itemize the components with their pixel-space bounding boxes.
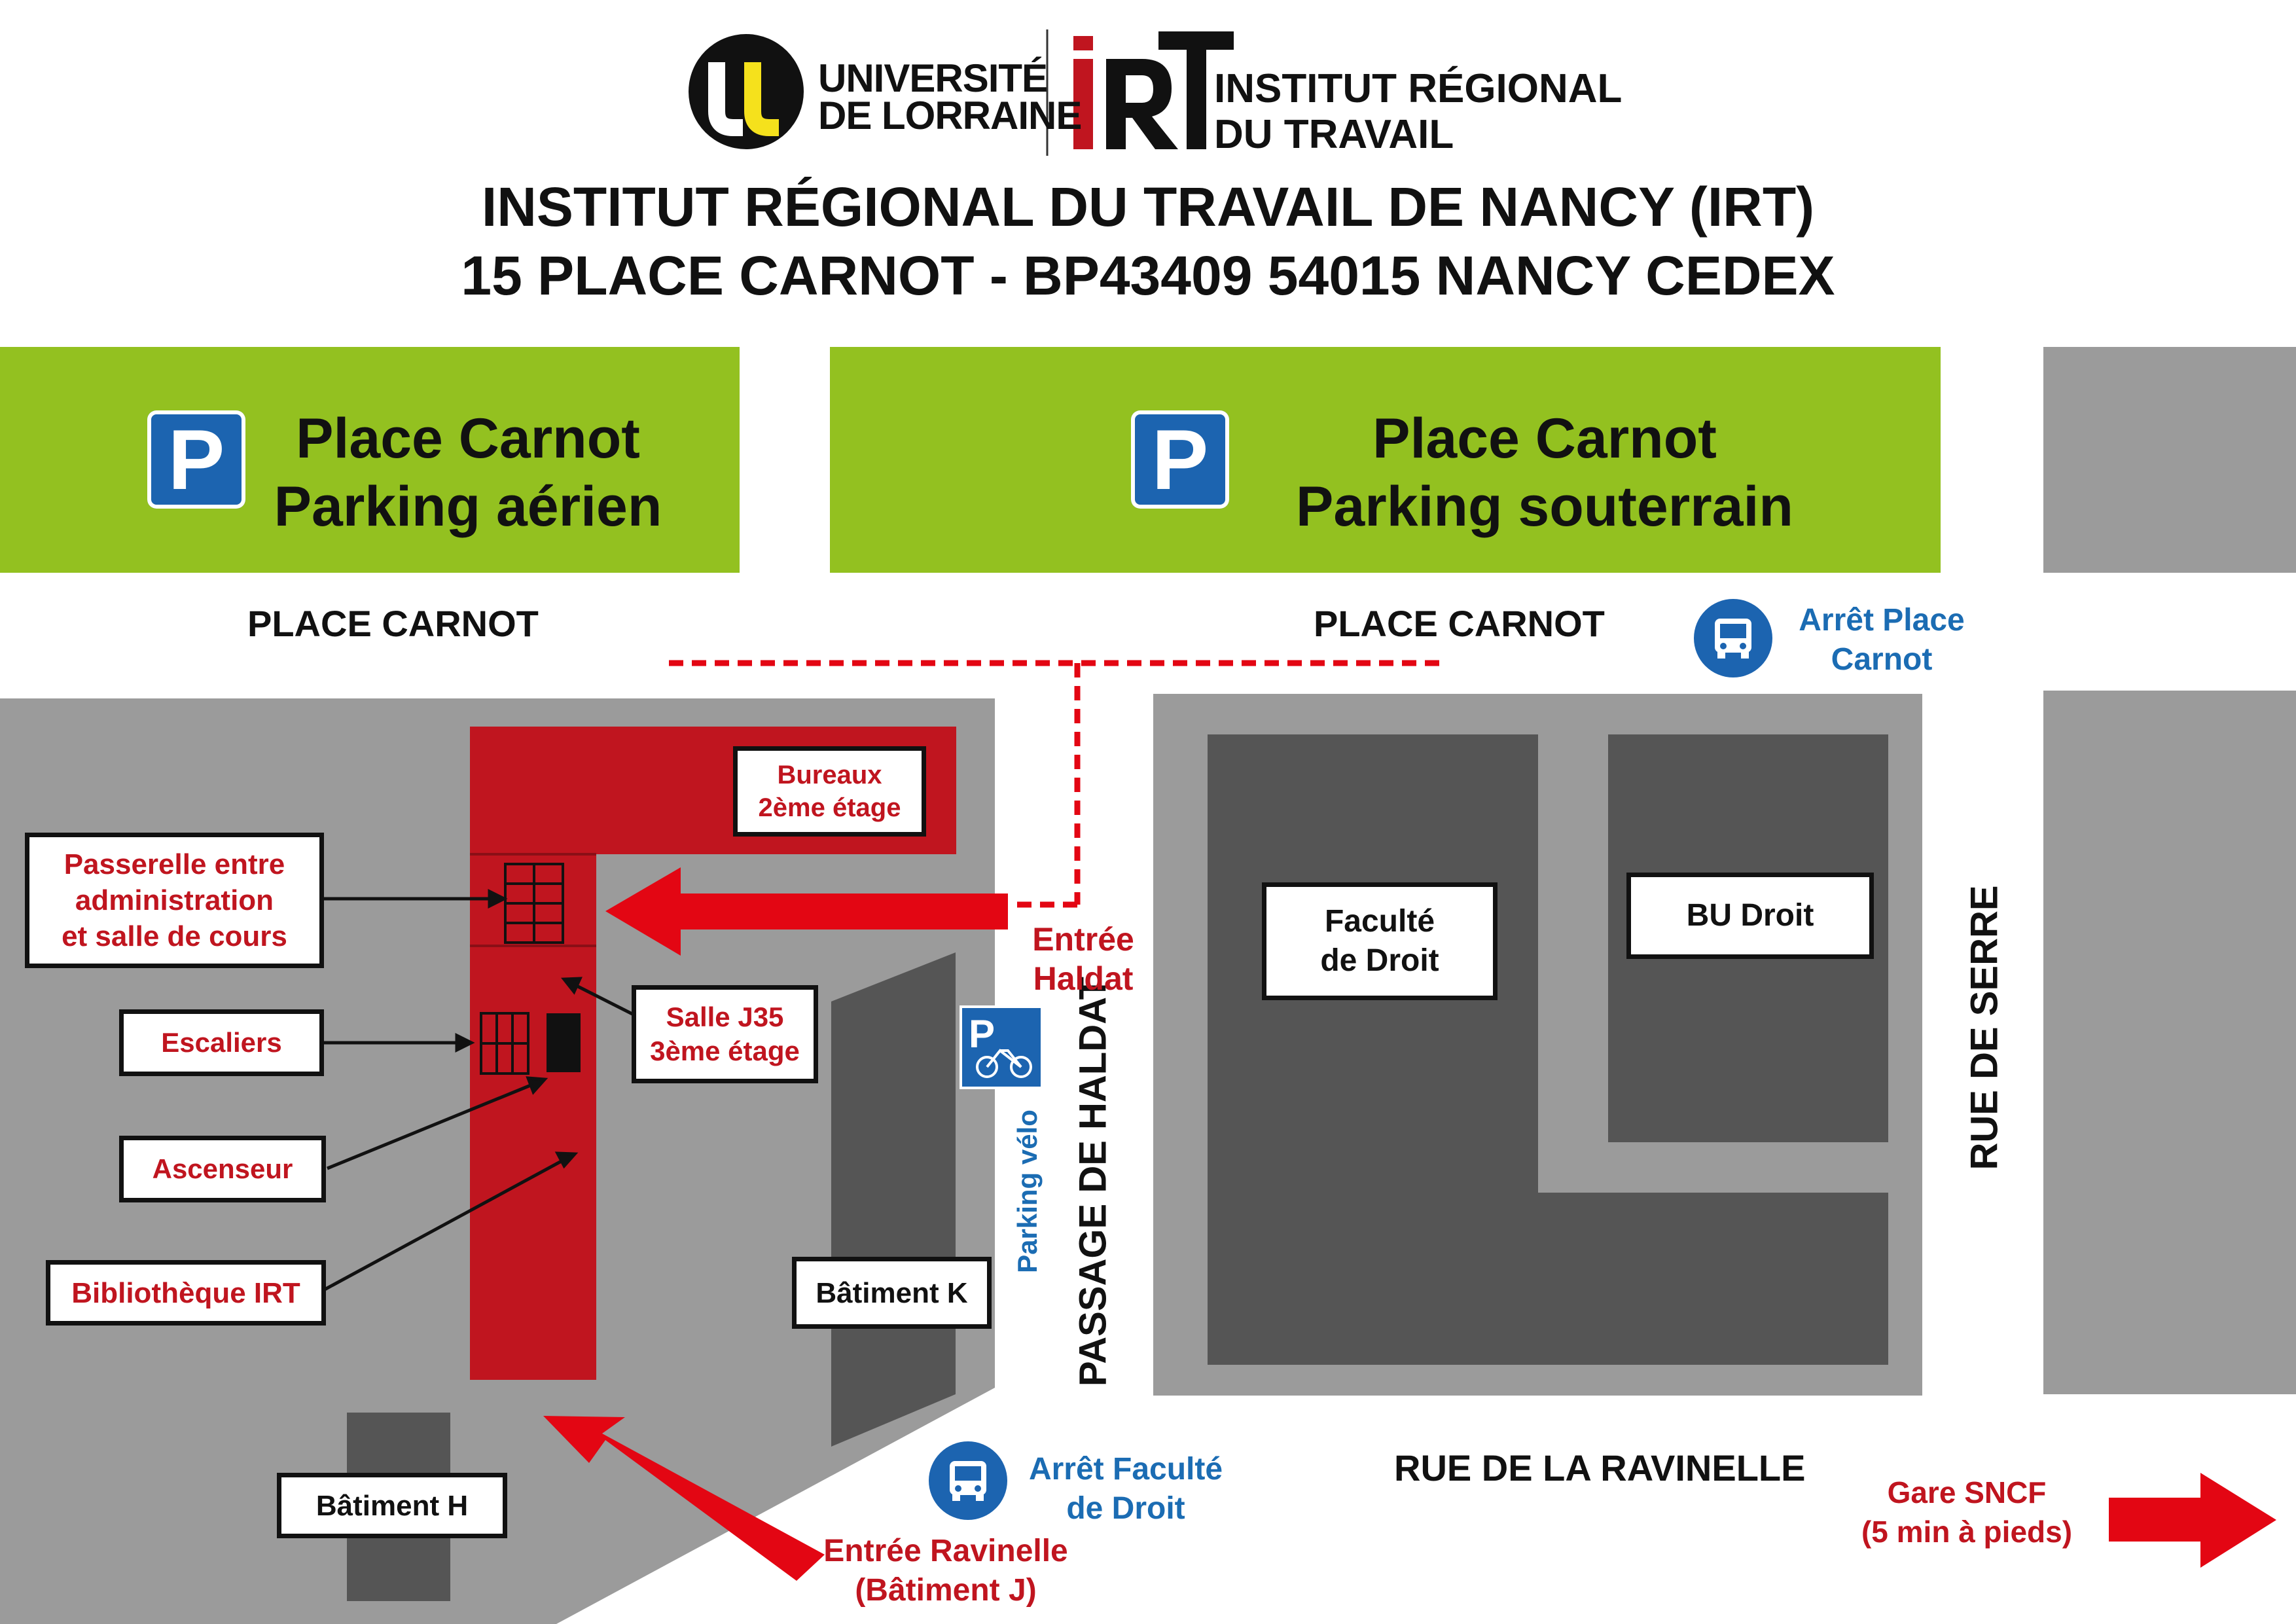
parking-aerien-area[interactable]: [0, 347, 740, 573]
bike-parking-icon[interactable]: P: [960, 1005, 1043, 1089]
label-bibliotheque: Bibliothèque IRT: [46, 1260, 326, 1326]
label-bureaux: Bureaux 2ème étage: [733, 746, 926, 837]
parking-aerien-line2: Parking aérien: [274, 475, 662, 538]
block-bottom-right: [2043, 691, 2296, 1394]
parking-souterrain-label: Place Carnot Parking souterrain: [1276, 405, 1813, 541]
label-passerelle-line3: et salle de cours: [62, 920, 287, 952]
bus-stop-faculte-line2: de Droit: [1066, 1491, 1185, 1526]
label-faculte-droit: Faculté de Droit: [1262, 882, 1498, 1000]
street-rue-serre: RUE DE SERRE: [1963, 885, 2006, 1170]
block-top-right: [2043, 347, 2296, 573]
label-salle-j35-line1: Salle J35: [666, 1001, 784, 1032]
label-salle-j35: Salle J35 3ème étage: [632, 985, 818, 1083]
street-rue-ravinelle: RUE DE LA RAVINELLE: [1394, 1447, 1806, 1489]
parking-velo-label: Parking vélo: [1012, 1110, 1043, 1273]
entree-haldat-label: Entrée Haldat: [1011, 920, 1155, 998]
street-place-carnot-left: PLACE CARNOT: [247, 603, 539, 644]
label-bureaux-line1: Bureaux: [777, 761, 882, 789]
parking-souterrain-area[interactable]: [830, 347, 1941, 573]
label-ascenseur: Ascenseur: [119, 1136, 326, 1202]
label-bureaux-line2: 2ème étage: [758, 793, 901, 822]
bus-stop-faculte-line1: Arrêt Faculté: [1028, 1452, 1223, 1487]
label-passerelle-line2: administration: [75, 884, 274, 916]
entree-haldat-line1: Entrée: [1032, 921, 1134, 958]
bus-stop-place-carnot-label: Arrêt Place Carnot: [1767, 601, 1996, 679]
elevator-icon: [547, 1013, 581, 1072]
gare-sncf-line1: Gare SNCF: [1887, 1475, 2047, 1509]
svg-text:P: P: [969, 1012, 995, 1056]
entree-haldat-arrow[interactable]: [605, 867, 1008, 956]
label-escaliers: Escaliers: [119, 1009, 324, 1076]
entree-ravinelle-label: Entrée Ravinelle (Bâtiment J): [798, 1532, 1093, 1610]
gare-sncf-line2: (5 min à pieds): [1861, 1515, 2073, 1549]
label-batiment-k: Bâtiment K: [792, 1257, 992, 1329]
label-connector-lines: [323, 888, 635, 1291]
irt-logo-text-1: INSTITUT RÉGIONAL: [1214, 66, 1623, 111]
label-passerelle: Passerelle entre administration et salle…: [25, 833, 324, 968]
stairs-grid-icon: [480, 1012, 529, 1075]
page-title: INSTITUT RÉGIONAL DU TRAVAIL DE NANCY (I…: [481, 176, 1815, 238]
parking-aerien-line1: Place Carnot: [296, 407, 640, 470]
label-salle-j35-line2: 3ème étage: [650, 1036, 800, 1066]
bus-stop-faculte-label: Arrêt Faculté de Droit: [1008, 1450, 1244, 1528]
street-place-carnot-right: PLACE CARNOT: [1314, 603, 1605, 644]
label-faculte-droit-line1: Faculté: [1324, 904, 1435, 939]
street-passage-haldat: PASSAGE DE HALDAT: [1071, 976, 1115, 1387]
parking-souterrain-icon: P: [1131, 410, 1229, 509]
label-faculte-droit-line2: de Droit: [1320, 943, 1439, 978]
ul-logo-text-1: UNIVERSITÉ: [818, 56, 1048, 100]
gare-sncf-label: Gare SNCF (5 min à pieds): [1842, 1473, 2091, 1551]
gare-arrow[interactable]: [2109, 1473, 2276, 1568]
ul-logo-text-2: DE LORRAINE: [818, 94, 1082, 137]
parking-souterrain-line1: Place Carnot: [1372, 407, 1717, 470]
passerelle-grid-icon: [504, 863, 564, 944]
bus-stop-place-carnot-line2: Carnot: [1831, 642, 1933, 677]
entree-ravinelle-line2: (Bâtiment J): [855, 1573, 1037, 1608]
parking-aerien-label: Place Carnot Parking aérien: [262, 405, 674, 541]
bus-icon-place-carnot[interactable]: [1694, 599, 1772, 677]
entree-ravinelle-line1: Entrée Ravinelle: [823, 1534, 1068, 1568]
parking-aerien-icon: P: [147, 410, 245, 509]
ul-logo-icon: [689, 34, 804, 149]
bus-stop-place-carnot-line1: Arrêt Place: [1799, 603, 1965, 638]
entree-ravinelle-arrow[interactable]: [543, 1416, 825, 1581]
label-bu-droit: BU Droit: [1626, 873, 1874, 959]
irt-logo-icon: [1073, 31, 1234, 149]
page-address: 15 PLACE CARNOT - BP43409 54015 NANCY CE…: [461, 245, 1835, 306]
label-passerelle-line1: Passerelle entre: [63, 848, 285, 880]
entree-haldat-line2: Haldat: [1033, 960, 1134, 997]
irt-logo-text-2: DU TRAVAIL: [1214, 112, 1454, 157]
label-batiment-h: Bâtiment H: [277, 1473, 507, 1538]
batiment-k-shape: [831, 952, 956, 1447]
bus-icon-faculte[interactable]: [929, 1441, 1007, 1520]
parking-souterrain-line2: Parking souterrain: [1296, 475, 1793, 538]
walking-path-dashed: [669, 660, 1443, 908]
